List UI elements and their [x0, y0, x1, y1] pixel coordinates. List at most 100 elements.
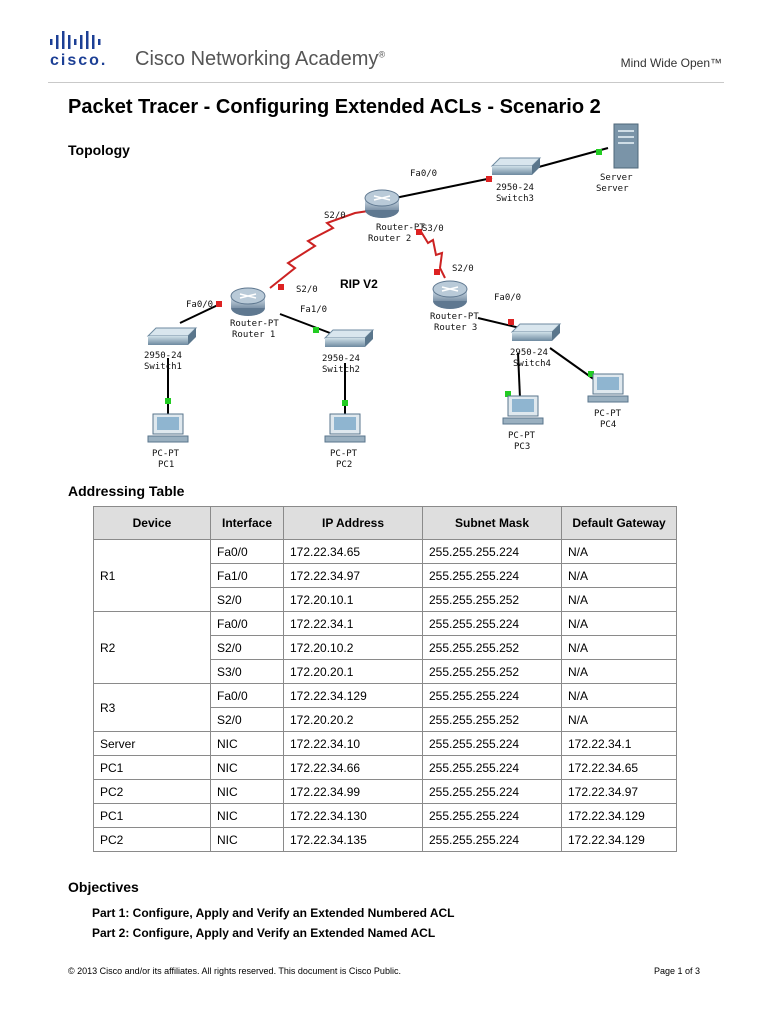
device-cell: R3 [93, 683, 211, 732]
router2-name: Router 2 [368, 234, 411, 244]
device-cell: PC2 [93, 827, 211, 852]
eth-r1-sw2 [279, 313, 331, 334]
ip-cell: 172.22.34.129 [283, 683, 423, 708]
server [613, 123, 639, 169]
ip-cell: 172.20.20.2 [283, 707, 423, 732]
label-r1-s20: S2/0 [296, 285, 318, 295]
router3-name: Router 3 [434, 323, 477, 333]
mask-cell: 255.255.255.224 [422, 539, 562, 564]
pc3-type: PC-PT [508, 431, 536, 441]
label-r2-s30: S3/0 [422, 224, 444, 234]
switch4-name: Switch4 [513, 359, 551, 369]
gateway-cell: N/A [561, 563, 677, 588]
interface-cell: Fa0/0 [210, 539, 284, 564]
tagline: Mind Wide Open™ [620, 56, 722, 70]
gateway-cell: 172.22.34.65 [561, 755, 677, 780]
interface-cell: S2/0 [210, 635, 284, 660]
pc-4 [587, 373, 629, 403]
label-r3-fa00: Fa0/0 [494, 293, 521, 303]
label-r1-fa10: Fa1/0 [300, 305, 327, 315]
router-1 [230, 287, 266, 316]
header-divider [48, 82, 724, 83]
label-r1-fa00: Fa0/0 [186, 300, 213, 310]
mask-cell: 255.255.255.252 [422, 635, 562, 660]
router-3 [432, 280, 468, 309]
link-down-dot [486, 176, 492, 182]
ip-cell: 172.22.34.97 [283, 563, 423, 588]
page-header: cisco. Cisco Networking Academy® Mind Wi… [0, 0, 768, 82]
ip-cell: 172.22.34.99 [283, 779, 423, 804]
router3-type: Router-PT [430, 312, 479, 322]
eth-r2-sw3 [394, 177, 493, 199]
mask-cell: 255.255.255.224 [422, 563, 562, 588]
gateway-cell: N/A [561, 587, 677, 612]
pc4-type: PC-PT [594, 409, 622, 419]
device-cell: PC2 [93, 779, 211, 804]
link-down-dot [508, 319, 514, 325]
ip-cell: 172.22.34.10 [283, 731, 423, 756]
eth-r3-sw4 [477, 317, 521, 329]
ip-cell: 172.22.34.135 [283, 827, 423, 852]
mask-cell: 255.255.255.224 [422, 683, 562, 708]
switch-2 [323, 329, 375, 347]
link-up-dot [313, 327, 319, 333]
gateway-cell: N/A [561, 683, 677, 708]
pc-3 [502, 395, 544, 425]
rip-label: RIP V2 [340, 277, 378, 291]
link-up-dot [596, 149, 602, 155]
gateway-cell: N/A [561, 707, 677, 732]
pc4-name: PC4 [600, 420, 616, 430]
link-down-dot [216, 301, 222, 307]
objective-item: Part 1: Configure, Apply and Verify an E… [92, 906, 455, 920]
gateway-cell: 172.22.34.97 [561, 779, 677, 804]
brand-name: Cisco Networking Academy® [135, 48, 385, 71]
ip-cell: 172.20.10.2 [283, 635, 423, 660]
device-cell: Server [93, 731, 211, 756]
mask-cell: 255.255.255.224 [422, 611, 562, 636]
interface-cell: NIC [210, 803, 284, 828]
interface-cell: Fa0/0 [210, 611, 284, 636]
switch1-name: Switch1 [144, 362, 182, 372]
eth-sw4-pc4 [549, 347, 596, 381]
col-mask: Subnet Mask [422, 506, 562, 540]
switch2-name: Switch2 [322, 365, 360, 375]
switch3-name: Switch3 [496, 194, 534, 204]
col-gateway: Default Gateway [561, 506, 677, 540]
ip-cell: 172.22.34.66 [283, 755, 423, 780]
interface-cell: NIC [210, 755, 284, 780]
objective-item: Part 2: Configure, Apply and Verify an E… [92, 926, 436, 940]
link-up-dot [588, 371, 594, 377]
mask-cell: 255.255.255.252 [422, 659, 562, 684]
switch-4 [510, 323, 562, 341]
gateway-cell: N/A [561, 659, 677, 684]
brand-name-text: Cisco Networking Academy [135, 48, 379, 70]
pc-2 [324, 413, 366, 443]
cisco-logo-bars-icon [50, 31, 101, 49]
objectives-heading: Objectives [68, 879, 139, 895]
interface-cell: Fa0/0 [210, 683, 284, 708]
mask-cell: 255.255.255.224 [422, 731, 562, 756]
mask-cell: 255.255.255.224 [422, 827, 562, 852]
col-ip: IP Address [283, 506, 423, 540]
pc2-name: PC2 [336, 460, 352, 470]
serial-link-r1-r2 [269, 209, 376, 289]
gateway-cell: 172.22.34.129 [561, 827, 677, 852]
device-cell: R2 [93, 611, 211, 684]
interface-cell: NIC [210, 827, 284, 852]
ip-cell: 172.20.20.1 [283, 659, 423, 684]
mask-cell: 255.255.255.224 [422, 779, 562, 804]
brand-mark: ® [378, 49, 386, 60]
server-name: Server [596, 184, 629, 194]
gateway-cell: 172.22.34.1 [561, 731, 677, 756]
device-cell: PC1 [93, 755, 211, 780]
mask-cell: 255.255.255.252 [422, 587, 562, 612]
eth-sw3-server [534, 147, 609, 169]
table-header-row: Device Interface IP Address Subnet Mask … [93, 506, 677, 540]
pc-1 [147, 413, 189, 443]
